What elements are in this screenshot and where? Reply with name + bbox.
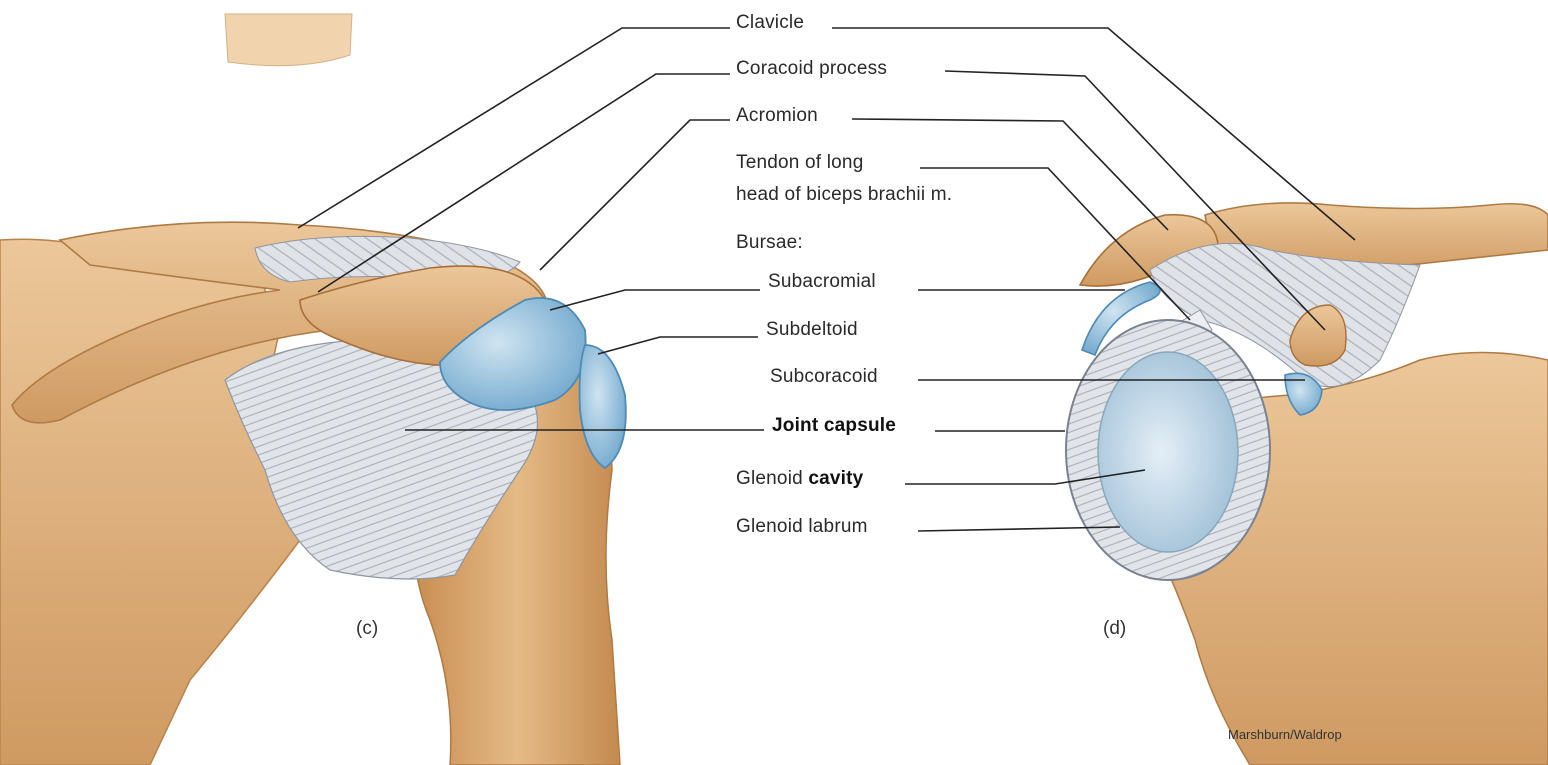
label-cavity-word: cavity [808,468,863,489]
illustrator-credit: Marshburn/Waldrop [1228,727,1342,742]
panel-c-illustration [0,14,626,765]
label-subcoracoid: Subcoracoid [770,366,878,388]
label-glenoid-cavity: Glenoid cavity [736,468,863,490]
leader-subdeltoid [598,337,758,354]
leader-subacromial-c [550,290,760,310]
glenoid-cavity-d [1098,352,1238,552]
leader-acromion [540,120,730,270]
label-glenoid-word: Glenoid [736,468,803,489]
label-acromion: Acromion [736,105,818,127]
label-bursae-heading: Bursae: [736,232,803,254]
leader-clavicle [298,28,730,228]
label-tendon-line2: head of biceps brachii m. [736,184,952,206]
label-glenoid-labrum: Glenoid labrum [736,516,868,538]
panel-tag-c: (c) [356,618,378,640]
panel-tag-d: (d) [1103,618,1126,640]
label-joint-capsule: Joint capsule [772,415,896,437]
leader-acromion-d [852,119,1168,230]
rib-fragment [225,14,352,66]
panel-d-illustration [1066,203,1548,765]
label-subdeltoid: Subdeltoid [766,319,858,341]
label-subacromial: Subacromial [768,271,876,293]
label-coracoid-process: Coracoid process [736,58,887,80]
label-tendon-line1: Tendon of long [736,152,863,174]
label-clavicle: Clavicle [736,12,804,34]
